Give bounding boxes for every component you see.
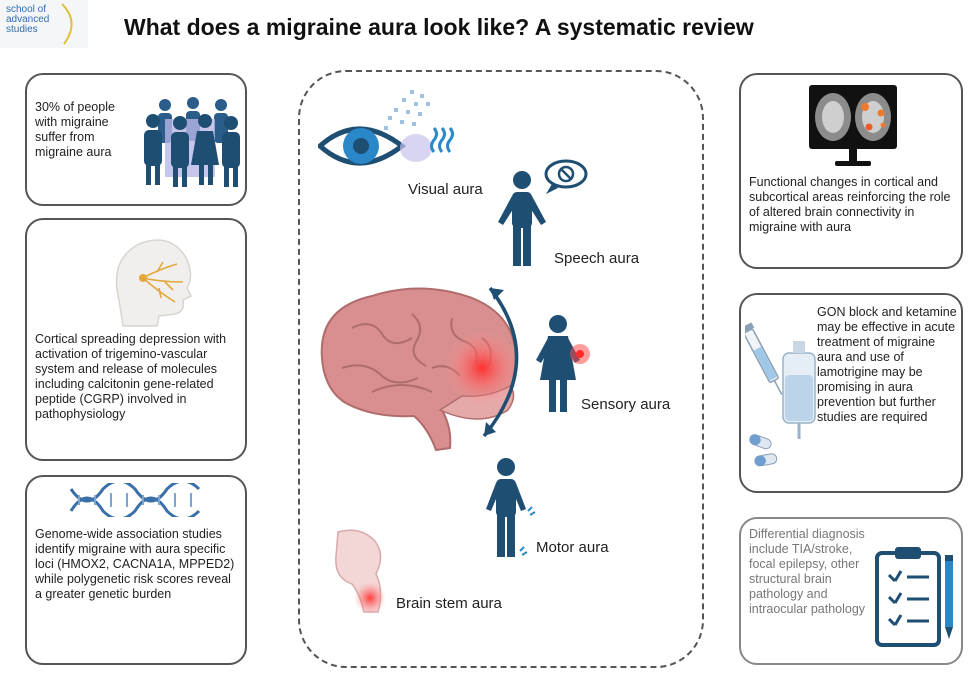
sensory-aura-person-icon [536, 315, 590, 412]
card-prevalence: 30% of people with migraine suffer from … [25, 73, 247, 206]
card-imaging: Functional changes in cortical and subco… [739, 73, 963, 269]
clipboard-checklist-icon [875, 547, 953, 647]
card-differential: Differential diagnosis include TIA/strok… [739, 517, 963, 665]
card-pathophysiology-text: Cortical spreading depression with activ… [35, 332, 227, 421]
people-group-icon [144, 97, 240, 187]
page-title: What does a migraine aura look like? A s… [124, 14, 754, 40]
logo-line-1: school of [6, 4, 47, 15]
card-imaging-text: Functional changes in cortical and subco… [749, 175, 951, 234]
school-logo: school of advanced studies [0, 0, 88, 48]
card-genetics: Genome-wide association studies identify… [25, 475, 247, 665]
brainstem-icon [335, 529, 386, 614]
speech-aura-person-icon [498, 159, 588, 266]
card-prevalence-text: 30% of people with migraine suffer from … [35, 100, 115, 159]
motor-aura-person-icon [486, 458, 536, 557]
logo-swoosh-icon [61, 3, 73, 45]
head-trigeminal-nerve-icon [115, 239, 193, 327]
card-treatment-text: GON block and ketamine may be effective … [817, 305, 957, 424]
card-differential-text: Differential diagnosis include TIA/strok… [749, 527, 866, 616]
brainstem-aura-label: Brain stem aura [396, 595, 502, 612]
eye-icon [318, 90, 454, 166]
spreading-arrow-icon [482, 286, 519, 438]
speech-aura-label: Speech aura [554, 250, 640, 267]
brain-icon [320, 287, 520, 452]
motor-aura-label: Motor aura [536, 539, 609, 556]
logo-line-3: studies [6, 24, 38, 35]
visual-aura-label: Visual aura [408, 181, 483, 198]
logo-line-2: advanced [6, 14, 50, 25]
card-pathophysiology: Cortical spreading depression with activ… [25, 218, 247, 461]
dna-helix-icon [69, 483, 201, 517]
card-treatment: GON block and ketamine may be effective … [739, 293, 963, 493]
sensory-aura-label: Sensory aura [581, 396, 671, 413]
card-genetics-text: Genome-wide association studies identify… [35, 527, 235, 601]
monitor-brain-scan-icon [809, 85, 897, 166]
aura-types-panel [298, 70, 704, 668]
iv-bag-syringe-icon [745, 322, 816, 467]
